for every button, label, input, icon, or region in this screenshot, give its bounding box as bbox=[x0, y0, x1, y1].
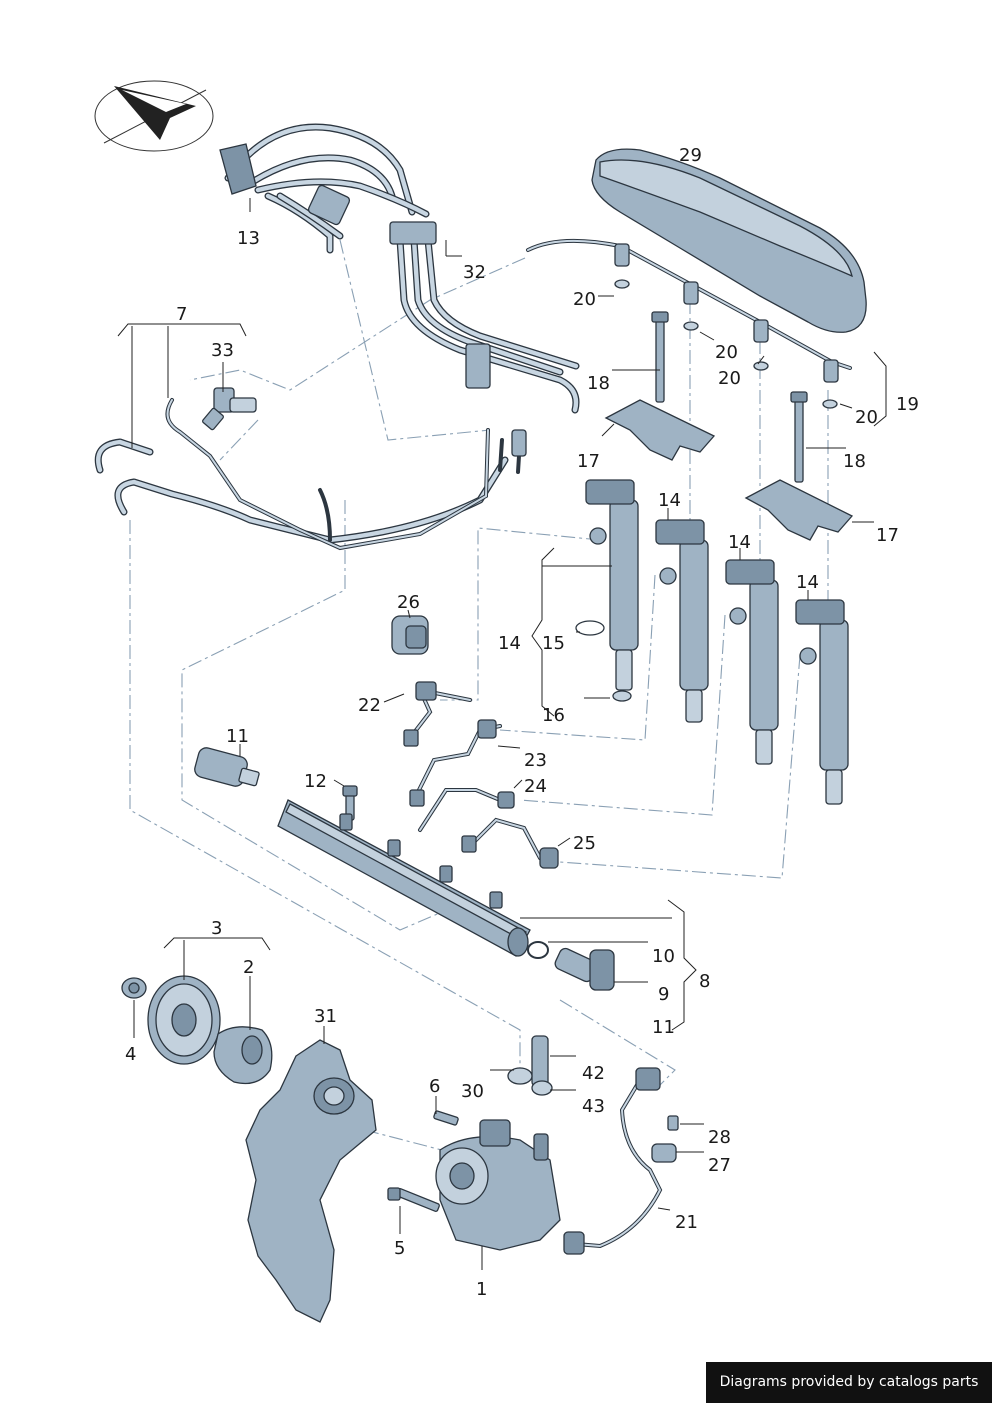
callout-1: 1 bbox=[476, 1279, 487, 1300]
callout-6: 6 bbox=[429, 1076, 440, 1097]
pump-supply-pipe bbox=[563, 1067, 663, 1255]
callout-16: 16 bbox=[542, 705, 565, 726]
callout-14-a: 14 bbox=[658, 490, 681, 511]
pressure-sensor bbox=[194, 747, 260, 787]
callout-18-b: 18 bbox=[843, 451, 866, 472]
clamp-bolts bbox=[651, 311, 808, 483]
callout-17-b: 17 bbox=[876, 525, 899, 546]
injector-return-line bbox=[526, 238, 852, 383]
callout-11-a: 11 bbox=[226, 726, 249, 747]
direction-arrow-icon bbox=[94, 80, 214, 152]
callout-7: 7 bbox=[176, 304, 187, 325]
callout-27: 27 bbox=[708, 1155, 731, 1176]
pipe-clip bbox=[651, 1115, 679, 1163]
callout-leader-lines bbox=[117, 198, 887, 1270]
callout-14-c: 14 bbox=[796, 572, 819, 593]
return-line-assembly bbox=[219, 123, 580, 414]
callout-13: 13 bbox=[237, 228, 260, 249]
callout-4: 4 bbox=[125, 1044, 136, 1065]
engine-cover bbox=[591, 148, 867, 333]
catalog-credit-badge: Diagrams provided by catalogs parts bbox=[706, 1362, 992, 1403]
callout-25: 25 bbox=[573, 833, 596, 854]
callout-8: 8 bbox=[699, 971, 710, 992]
callout-30: 30 bbox=[461, 1081, 484, 1102]
callout-11-b: 11 bbox=[652, 1017, 675, 1038]
fuel-rail bbox=[277, 799, 531, 957]
callout-22: 22 bbox=[358, 695, 381, 716]
callout-20-a: 20 bbox=[573, 289, 596, 310]
callout-numbers: 29 13 32 20 7 33 20 20 18 19 20 18 17 14… bbox=[125, 145, 919, 1300]
callout-26: 26 bbox=[397, 592, 420, 613]
injector-clamps bbox=[604, 399, 854, 541]
callout-21: 21 bbox=[675, 1212, 698, 1233]
high-pressure-pump bbox=[435, 1119, 561, 1251]
sprocket-hub bbox=[213, 1026, 273, 1085]
injection-pipes bbox=[403, 681, 559, 869]
callout-3: 3 bbox=[211, 918, 222, 939]
callout-12: 12 bbox=[304, 771, 327, 792]
callout-33: 33 bbox=[211, 340, 234, 361]
sprocket-nut bbox=[121, 977, 147, 999]
pressure-regulator bbox=[527, 941, 615, 991]
callout-42: 42 bbox=[582, 1063, 605, 1084]
callout-43: 43 bbox=[582, 1096, 605, 1117]
callout-20-c: 20 bbox=[718, 368, 741, 389]
callout-2: 2 bbox=[243, 957, 254, 978]
callout-24: 24 bbox=[524, 776, 547, 797]
callout-15: 15 bbox=[542, 633, 565, 654]
callout-20-b: 20 bbox=[715, 342, 738, 363]
check-valve bbox=[202, 387, 257, 431]
callout-20-d: 20 bbox=[855, 407, 878, 428]
callout-23: 23 bbox=[524, 750, 547, 771]
pump-housing bbox=[245, 1039, 377, 1323]
callout-14-b: 14 bbox=[728, 532, 751, 553]
callout-19: 19 bbox=[896, 394, 919, 415]
callout-17-a: 17 bbox=[577, 451, 600, 472]
callout-14-d: 14 bbox=[498, 633, 521, 654]
callout-29: 29 bbox=[679, 145, 702, 166]
seal-rings bbox=[614, 279, 838, 409]
callout-28: 28 bbox=[708, 1127, 731, 1148]
callout-32: 32 bbox=[463, 262, 486, 283]
callout-9: 9 bbox=[658, 984, 669, 1005]
pump-bolts bbox=[387, 1110, 459, 1212]
fuel-injectors bbox=[575, 479, 849, 805]
callout-10: 10 bbox=[652, 946, 675, 967]
callout-5: 5 bbox=[394, 1238, 405, 1259]
pump-sprocket bbox=[147, 975, 221, 1065]
union-fittings bbox=[507, 1035, 553, 1096]
leak-off-line bbox=[94, 398, 527, 551]
callout-18-a: 18 bbox=[587, 373, 610, 394]
isolator-bushing bbox=[391, 615, 429, 655]
callout-31: 31 bbox=[314, 1006, 337, 1027]
